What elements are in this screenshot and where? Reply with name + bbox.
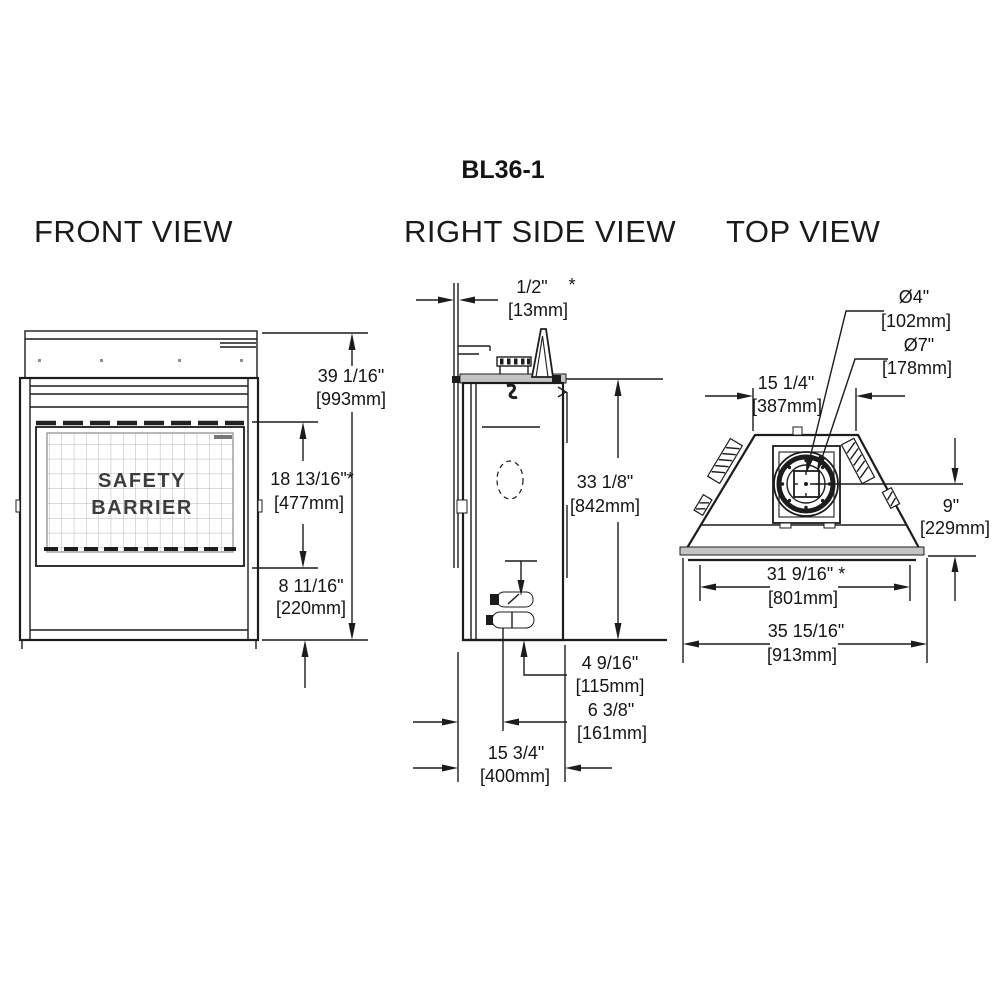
top-body <box>679 426 925 562</box>
mesh-screen <box>46 432 234 553</box>
dim-wall-standoff-mm: [13mm] <box>508 300 568 320</box>
dim-overall-width-in: 35 15/16" <box>768 621 844 641</box>
dim-flue-inner-in: Ø4" <box>899 287 929 307</box>
dim-glass-height: 18 13/16"* [477mm] <box>270 422 354 568</box>
dim-glass-height-in: 18 13/16"* <box>270 469 353 489</box>
clip-detail <box>557 386 568 398</box>
vent-cap <box>496 356 532 374</box>
top-view-label: TOP VIEW <box>726 214 881 249</box>
louver-strip-right <box>840 437 876 485</box>
top-view: TOP VIEW <box>679 214 990 665</box>
dim-flue-outer: Ø7" [178mm] <box>817 335 952 472</box>
dim-body-height-in: 33 1/8" <box>577 472 633 492</box>
latch-detail <box>506 383 518 400</box>
dim-base-height-mm: [220mm] <box>276 598 346 618</box>
knockout-hole <box>496 460 524 500</box>
top-tab <box>792 426 803 436</box>
dim-wall-standoff-in: 1/2" <box>516 277 547 297</box>
safety-barrier-line2: BARRIER <box>91 497 193 519</box>
glass-safety-barrier: SAFETY BARRIER <box>35 426 245 567</box>
dim-gas-inlet-depth-in: 6 3/8" <box>588 700 634 720</box>
side-extension-lines <box>457 628 566 782</box>
dim-gas-inlet-height-in: 4 9/16" <box>582 653 638 673</box>
dim-body-height: 33 1/8" [842mm] <box>570 379 640 640</box>
dim-base-height: 8 11/16" [220mm] <box>276 576 346 688</box>
front-view: FRONT VIEW <box>15 214 386 688</box>
dim-front-width: 31 9/16" * [801mm] <box>699 564 911 608</box>
wall-line <box>453 283 491 568</box>
junction-box <box>456 499 468 514</box>
fireplace-body: SAFETY BARRIER <box>15 376 263 649</box>
flue-deflector <box>530 328 555 378</box>
dim-flue-setback: 9" [229mm] <box>810 438 990 601</box>
dim-gas-inlet-depth-mm: [161mm] <box>577 723 647 743</box>
dim-overall-width: 35 15/16" [913mm] <box>682 558 928 665</box>
dim-wall-standoff: 1/2" * [13mm] <box>416 275 576 320</box>
dim-glass-height-mm: [477mm] <box>274 493 344 513</box>
dim-flue-setback-mm: [229mm] <box>920 518 990 538</box>
side-tab-right <box>257 499 263 513</box>
slope-tab-left <box>693 493 713 517</box>
dim-front-width-in: 31 9/16" * <box>767 564 845 584</box>
gas-valve-connectors <box>486 591 535 629</box>
dim-top-width-in: 15 1/4" <box>758 373 814 393</box>
front-view-label: FRONT VIEW <box>34 214 233 249</box>
dim-base-height-in: 8 11/16" <box>278 576 343 596</box>
dim-flue-setback-in: 9" <box>943 496 959 516</box>
dim-wall-standoff-note: * <box>568 275 575 295</box>
dim-gas-inlet-height-mm: [115mm] <box>576 676 645 696</box>
louver-strip-left <box>706 437 744 485</box>
dim-body-depth-in: 15 3/4" <box>488 743 544 763</box>
side-body <box>452 328 667 642</box>
dim-body-height-mm: [842mm] <box>570 496 640 516</box>
dim-flue-outer-in: Ø7" <box>904 335 934 355</box>
fireplace-hood <box>24 330 258 379</box>
front-extension-lines <box>252 332 368 641</box>
side-view-label: RIGHT SIDE VIEW <box>404 214 676 249</box>
front-shelf <box>679 546 925 556</box>
dim-flue-inner: Ø4" [102mm] <box>806 287 951 474</box>
dim-body-depth-mm: [400mm] <box>480 766 550 786</box>
dim-overall-height: 39 1/16" [993mm] <box>316 333 386 640</box>
side-tab-left <box>15 499 21 513</box>
safety-barrier-line1: SAFETY <box>98 470 186 492</box>
dim-flue-outer-mm: [178mm] <box>882 358 952 378</box>
dim-overall-width-mm: [913mm] <box>767 645 837 665</box>
dim-flue-inner-mm: [102mm] <box>881 311 951 331</box>
slope-tab-right <box>881 486 901 510</box>
dim-overall-height-in: 39 1/16" <box>318 366 384 386</box>
dim-gas-inlet-depth: 6 3/8" [161mm] <box>413 700 647 743</box>
dim-top-width: 15 1/4" [387mm] <box>705 373 905 431</box>
right-side-view: RIGHT SIDE VIEW 1/2" * [13mm] <box>404 214 676 786</box>
dim-overall-height-mm: [993mm] <box>316 389 386 409</box>
dim-top-width-mm: [387mm] <box>752 396 822 416</box>
dim-body-depth: 15 3/4" [400mm] <box>413 743 612 786</box>
dim-gas-inlet-height: 4 9/16" [115mm] <box>505 560 645 696</box>
dim-front-width-mm: [801mm] <box>768 588 838 608</box>
page-title: BL36-1 <box>461 156 544 184</box>
